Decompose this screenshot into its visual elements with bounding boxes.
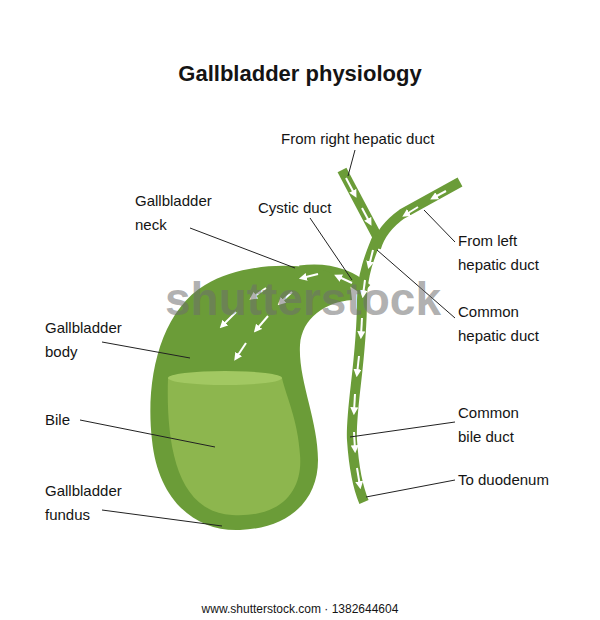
watermark: shutterstock xyxy=(133,272,473,326)
part-label: To duodenum xyxy=(458,468,588,492)
flow-arrows xyxy=(222,178,446,486)
image-credit: www.shutterstock.com · 1382644604 xyxy=(0,601,600,617)
leader-lines xyxy=(80,150,455,526)
part-label: Gallbladder body xyxy=(45,316,137,364)
part-label: From right hepatic duct xyxy=(281,127,481,151)
diagram-title: Gallbladder physiology xyxy=(0,60,600,88)
part-label: Bile xyxy=(45,408,125,432)
part-label: Common hepatic duct xyxy=(458,300,563,348)
part-label: Cystic duct xyxy=(258,196,368,220)
bile-ducts xyxy=(300,170,460,502)
part-label: Gallbladder neck xyxy=(135,189,227,237)
part-label: Common bile duct xyxy=(458,401,538,449)
part-label: From left hepatic duct xyxy=(458,229,563,277)
bile-surface xyxy=(168,371,282,385)
bile-pool xyxy=(168,378,301,515)
part-label: Gallbladder fundus xyxy=(45,479,137,527)
